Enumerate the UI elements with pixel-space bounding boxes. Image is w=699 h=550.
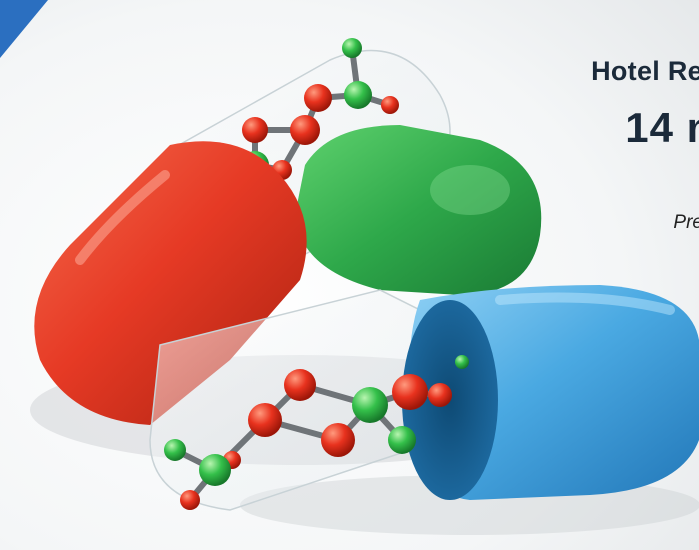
headline-line-2: 14 m bbox=[625, 104, 699, 151]
corner-accent bbox=[0, 0, 48, 58]
subheadline: Pre bbox=[673, 212, 699, 233]
red-capsule-half bbox=[34, 141, 307, 425]
molecule-lower bbox=[164, 355, 469, 510]
green-capsule-half bbox=[295, 125, 542, 295]
headline-line-1: Hotel Re bbox=[591, 56, 699, 86]
